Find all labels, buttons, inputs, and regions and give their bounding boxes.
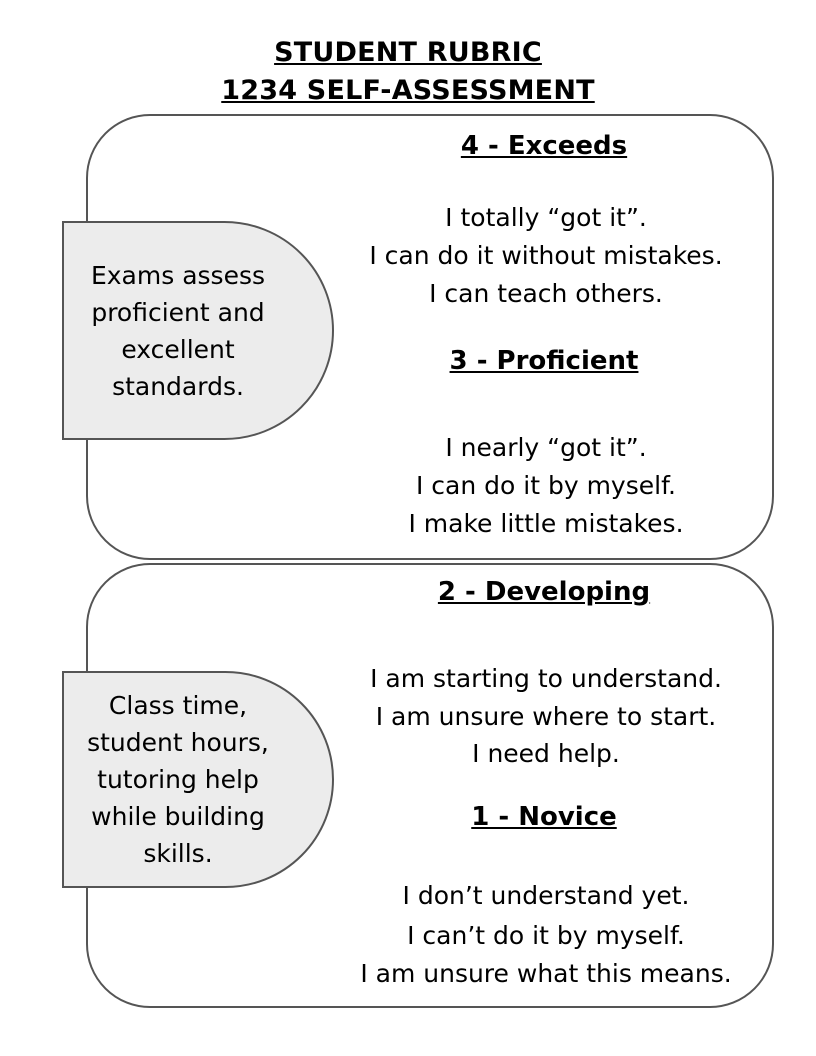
level-2-line: I need help. [472,739,620,768]
upper-side-note: Exams assess proficient and excellent st… [62,221,334,440]
level-4-line: I can do it without mistakes. [369,241,723,270]
rubric-title: STUDENT RUBRIC [274,37,542,68]
lower-side-note-text: Class time, student hours, tutoring help… [66,687,290,872]
side-note-line: excellent [121,334,235,364]
side-note-line: student hours, [87,728,269,757]
level-1-line: I don’t understand yet. [402,881,690,910]
level-2-line: I am unsure where to start. [375,702,717,731]
level-3-heading: 3 - Proficient [449,346,639,376]
level-4-heading: 4 - Exceeds [460,131,628,161]
side-note-line: standards. [112,371,244,401]
lower-side-note: Class time, student hours, tutoring help… [62,671,334,888]
rubric-subtitle: 1234 SELF-ASSESSMENT [221,75,595,106]
level-3-line: I nearly “got it”. [445,433,647,462]
level-1-line: I can’t do it by myself. [407,921,685,950]
level-1-heading: 1 - Novice [471,802,617,832]
level-3-line: I can do it by myself. [415,471,677,500]
level-3-line: I make little mistakes. [408,509,684,538]
side-note-line: skills. [143,839,213,868]
level-1-line: I am unsure what this means. [360,959,732,988]
side-note-line: proficient and [91,297,265,327]
upper-side-note-text: Exams assess proficient and excellent st… [66,257,290,405]
side-note-line: Class time, [108,691,248,720]
side-note-line: while building [91,802,265,831]
level-2-heading: 2 - Developing [437,577,651,607]
level-2-line: I am starting to understand. [370,664,722,693]
side-note-line: Exams assess [90,260,266,290]
level-4-line: I totally “got it”. [445,203,647,232]
side-note-line: tutoring help [97,765,259,794]
level-4-line: I can teach others. [429,279,663,308]
